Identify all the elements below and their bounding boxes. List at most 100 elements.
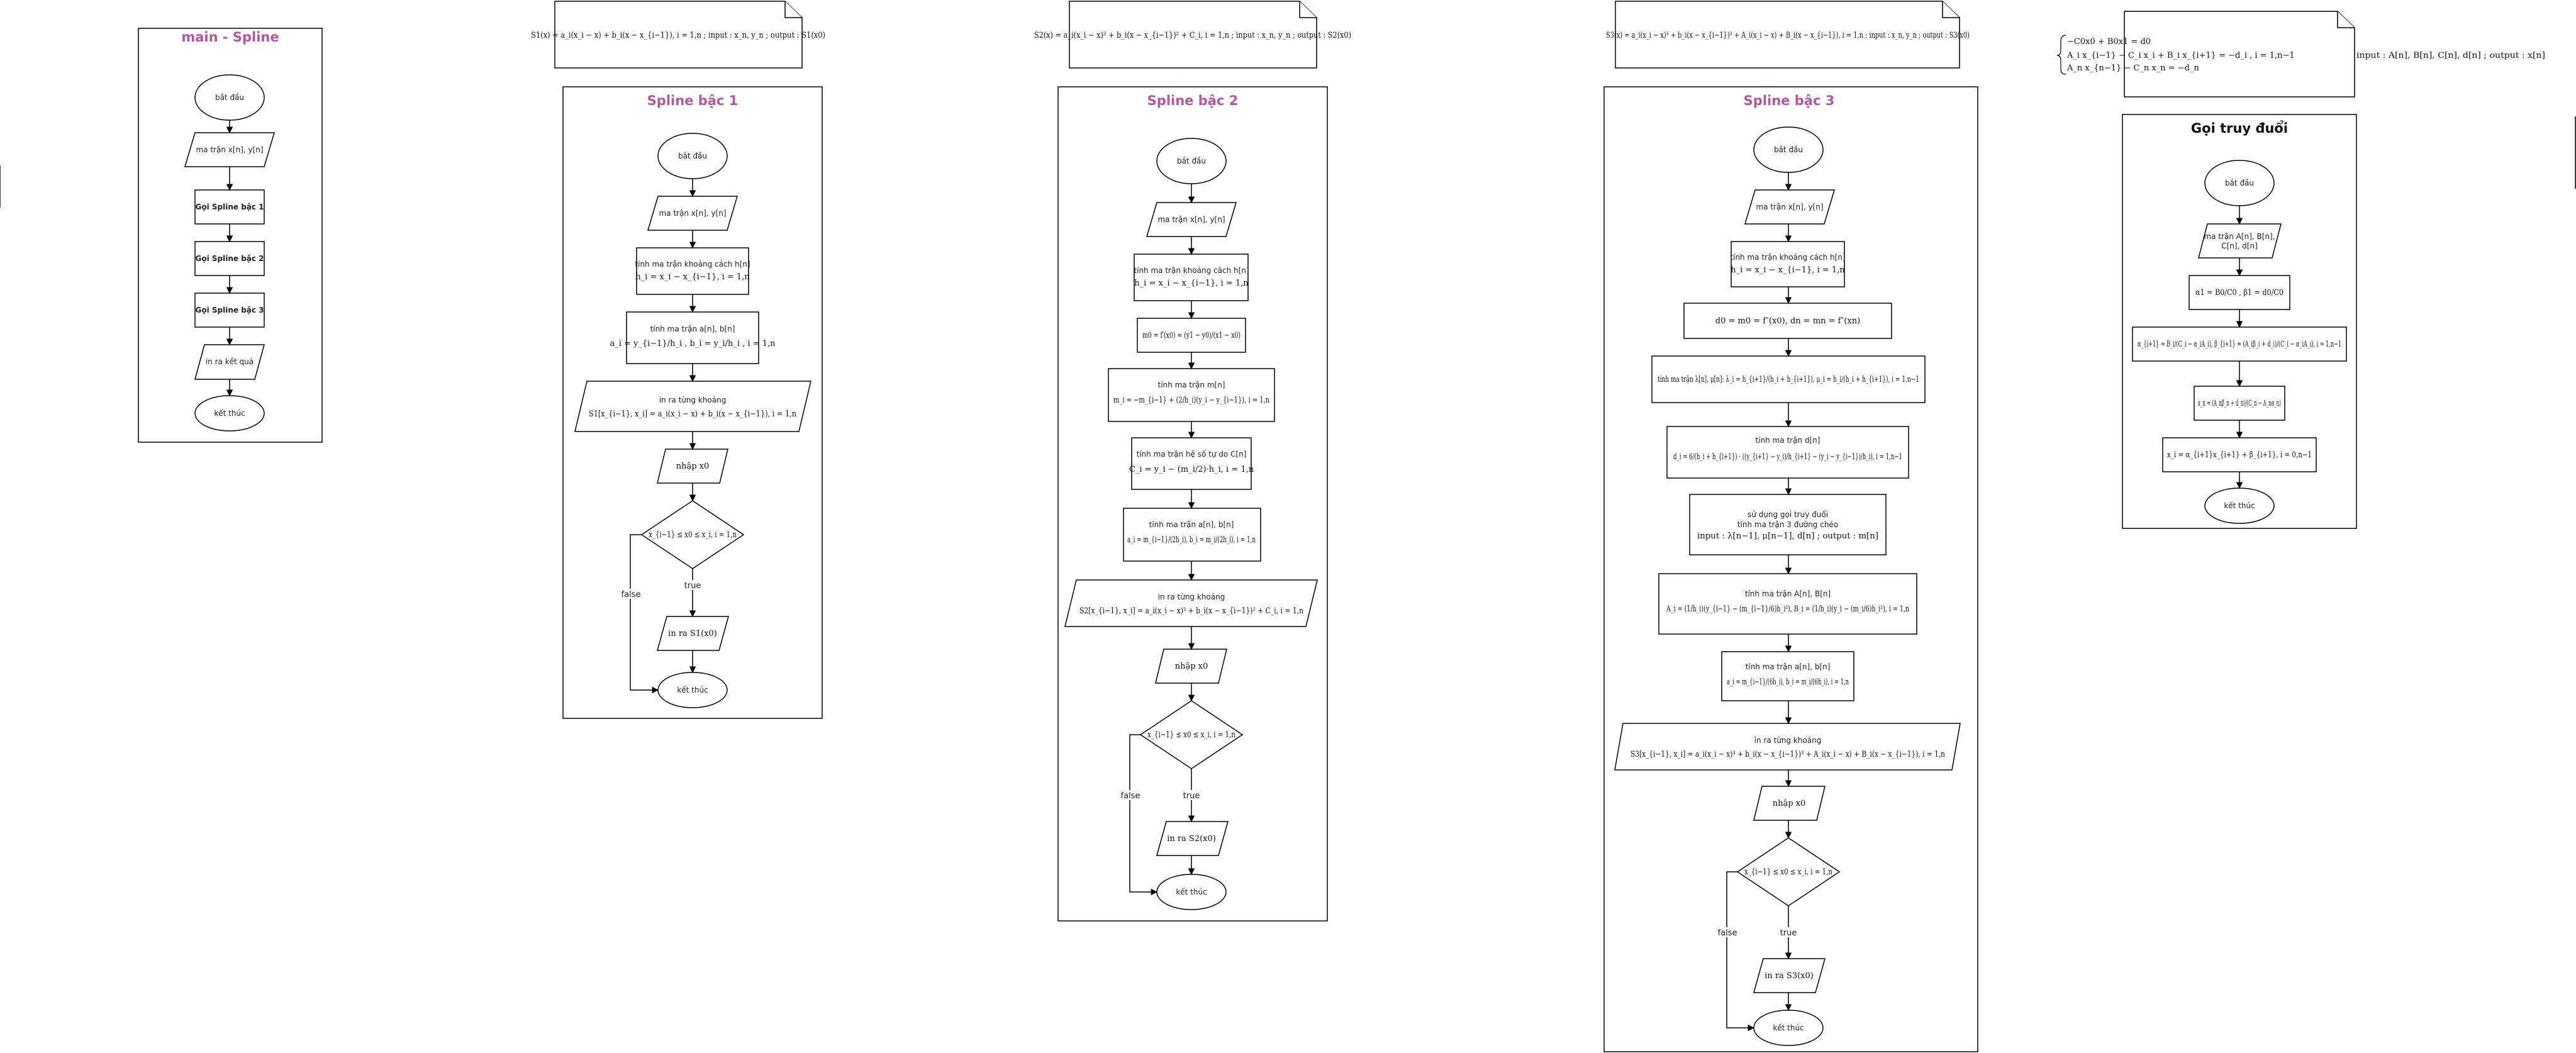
- spline2-poly-node[interactable]: [1064, 579, 1318, 627]
- main-input-node[interactable]: [184, 132, 276, 167]
- spline3-tridiag-node[interactable]: [1689, 494, 1887, 555]
- spline2-m-label: tính ma trận m[n]: [1158, 381, 1225, 389]
- spline1-read-node[interactable]: [657, 448, 728, 484]
- spline1-print-node[interactable]: [657, 616, 729, 651]
- spline2-false-label: false: [1121, 791, 1140, 801]
- tridiagonal-note: [2124, 11, 2355, 98]
- spline3-poly-formula: S3[x_{i−1}, x_i] = a_i(x_i − x)³ + b_i(x…: [1631, 750, 1946, 759]
- spline2-false-arrow: [1129, 734, 1158, 896]
- spline2-c-node[interactable]: [1131, 437, 1252, 490]
- spline2-note-text: S2(x) = a_i(x_i − x)² + b_i(x − x_{i−1})…: [1034, 31, 1351, 40]
- tridiagonal-input-line2: C[n], d[n]: [2221, 242, 2258, 250]
- spline3-d-node[interactable]: [1666, 426, 1909, 479]
- spline1-input-label: ma trận x[n], y[n]: [659, 209, 726, 218]
- spline3-false-label: false: [1718, 928, 1737, 938]
- spline3-lm-formula: tính ma trận λ[n], μ[n]: λ_i = h_{i+1}/(…: [1658, 375, 1919, 384]
- spline2-true-bg: [1183, 790, 1200, 800]
- spline1-true-label: true: [684, 581, 701, 591]
- main-end-label: kết thúc: [214, 409, 245, 418]
- spline1-note: [554, 1, 803, 69]
- spline2-print-node[interactable]: [1156, 821, 1229, 856]
- spline2-true-label: true: [1183, 791, 1200, 801]
- spline2-read-node[interactable]: [1155, 649, 1227, 684]
- spline3-h-node[interactable]: [1731, 241, 1845, 287]
- spline3-ab-node[interactable]: [1721, 651, 1854, 701]
- spline1-ab-node[interactable]: [626, 311, 759, 364]
- spline3-note: [1615, 1, 1960, 69]
- spline1-note-fold: [784, 1, 802, 18]
- spline3-read-node[interactable]: [1753, 786, 1826, 821]
- spline2-h-formula: h_i = x_i − x_{i−1}, i = 1,n: [1134, 279, 1249, 288]
- spline2-ab-node[interactable]: [1123, 508, 1261, 562]
- spline2-poly-label: in ra từng khoảng: [1158, 593, 1225, 601]
- spline1-diagram: S1(x) = a_i(x_i − x) + b_i(x − x_{i−1}),…: [531, 1, 825, 719]
- main-start-label: bắt đầu: [215, 93, 244, 102]
- spline2-ab-label: tính ma trận a[n], b[n]: [1149, 520, 1234, 529]
- tridiagonal-diagram: −C0x0 + B0x1 = d0 A_i x_{i−1} − C_i x_i …: [2056, 11, 2545, 529]
- spline3-AB-formula: A_i = (1/h_i)(y_{i−1} − (m_{i−1}/6)h_i²)…: [1666, 604, 1909, 614]
- spline2-frame: [1057, 86, 1328, 922]
- spline2-end-label: kết thúc: [1176, 888, 1207, 896]
- spline1-poly-label: in ra từng khoảng: [659, 396, 727, 404]
- spline1-cond-label: x_{i−1} ≤ x0 ≤ x_i, i = 1,n: [649, 530, 737, 540]
- spline2-m-node[interactable]: [1108, 368, 1275, 422]
- spline1-print-label: in ra S1(x0): [668, 629, 717, 638]
- tridiagonal-note-eq1: −C0x0 + B0x1 = d0: [2067, 37, 2151, 47]
- tridiagonal-input-node[interactable]: [2198, 223, 2282, 259]
- spline3-false-arrow: [1726, 871, 1755, 1032]
- spline3-title: Spline bậc 3: [1744, 93, 1835, 108]
- spline2-cond-label: x_{i−1} ≤ x0 ≤ x_i, i = 1,n: [1147, 730, 1235, 740]
- spline2-c-formula: C_i = y_i − (m_i/2)·h_i, i = 1,n: [1129, 465, 1254, 474]
- tridiagonal-brace: [2056, 35, 2066, 75]
- spline2-m0-node[interactable]: [1137, 318, 1246, 353]
- spline1-poly-node[interactable]: [574, 381, 811, 432]
- tridiagonal-recur-node[interactable]: [2132, 326, 2347, 362]
- main-output-label: in ra kết quả: [206, 357, 254, 366]
- spline3-tridiag-line3: input : λ[n−1], μ[n−1], d[n] ; output : …: [1697, 532, 1878, 541]
- spline1-start-label: bắt đầu: [678, 152, 707, 160]
- spline2-m-formula: m_i = −m_{i−1} + (2/h_i)(y_i − y_{i−1}),…: [1113, 396, 1269, 405]
- main-call-spline1-label: Gọi Spline bậc 1: [195, 203, 264, 211]
- spline2-h-node[interactable]: [1134, 254, 1249, 301]
- spline2-diagram: S2(x) = a_i(x_i − x)² + b_i(x − x_{i−1})…: [1034, 1, 1351, 922]
- tridiagonal-recur-formula: α_{i+1} = B_i/(C_i − α_iA_i), β_{i+1} = …: [2138, 340, 2341, 349]
- spline1-read-label: nhập x0: [676, 462, 710, 471]
- spline3-tridiag-line2: tính ma trận 3 đường chéo: [1737, 520, 1838, 529]
- spline3-AB-label: tính ma trận A[n], B[n]: [1745, 589, 1831, 598]
- spline1-input-node[interactable]: [647, 196, 739, 231]
- spline3-start-label: bắt đầu: [1774, 145, 1803, 154]
- tridiagonal-title: Gọi truy đuổi: [2191, 120, 2288, 136]
- spline1-false-label: false: [622, 590, 641, 599]
- main-call-spline3-label: Gọi Spline bậc 3: [195, 306, 264, 315]
- spline3-tridiag-line1: sử dụng gọi truy đuổi: [1748, 510, 1828, 519]
- spline3-diagram: S3(x) = a_i(x_i − x)³ + b_i(x − x_{i−1})…: [1603, 1, 1978, 1052]
- main-call-spline2-label: Gọi Spline bậc 2: [195, 254, 264, 263]
- spline3-AB-node[interactable]: [1658, 573, 1917, 635]
- spline1-ab-formula: a_i = y_{i−1}/h_i , b_i = y_i/h_i , i = …: [610, 339, 776, 348]
- spline2-false-bg: [1121, 790, 1140, 800]
- main-output-node[interactable]: [194, 344, 265, 380]
- main-call-spline2[interactable]: [194, 241, 265, 276]
- spline3-poly-node[interactable]: [1614, 723, 1961, 771]
- tridiagonal-note-eq2: A_i x_{i−1} − C_i x_i + B_i x_{i+1} = −d…: [2066, 51, 2295, 60]
- spline1-h-node[interactable]: [636, 247, 749, 295]
- spline3-lm-node[interactable]: [1651, 355, 1926, 403]
- spline2-note: [1069, 1, 1317, 69]
- tridiagonal-back-formula: x_i = α_{i+1}x_{i+1} + β_{i+1}, i = 0,n−…: [2167, 450, 2312, 460]
- spline3-read-label: nhập x0: [1773, 799, 1806, 808]
- spline2-start-label: bắt đầu: [1177, 157, 1206, 165]
- spline1-h-label: tính ma trận khoảng cách h[n]: [635, 260, 750, 269]
- spline3-true-bg: [1780, 927, 1797, 937]
- spline1-true-bg: [684, 580, 701, 590]
- spline3-frame: [1603, 86, 1978, 1052]
- spline3-input-node[interactable]: [1744, 189, 1836, 225]
- spline3-input-label: ma trận x[n], y[n]: [1756, 203, 1823, 211]
- spline3-boundary-formula: d0 = m0 = f″(x0), dn = mn = f″(xn): [1715, 316, 1860, 326]
- spline3-poly-label: in ra từng khoảng: [1754, 736, 1822, 745]
- main-call-spline3[interactable]: [194, 292, 265, 328]
- spline2-input-node[interactable]: [1146, 202, 1237, 237]
- spline3-ab-label: tính ma trận a[n], b[n]: [1746, 662, 1831, 671]
- spline3-cond-label: x_{i−1} ≤ x0 ≤ x_i, i = 1,n: [1744, 867, 1832, 877]
- spline3-print-node[interactable]: [1753, 958, 1826, 993]
